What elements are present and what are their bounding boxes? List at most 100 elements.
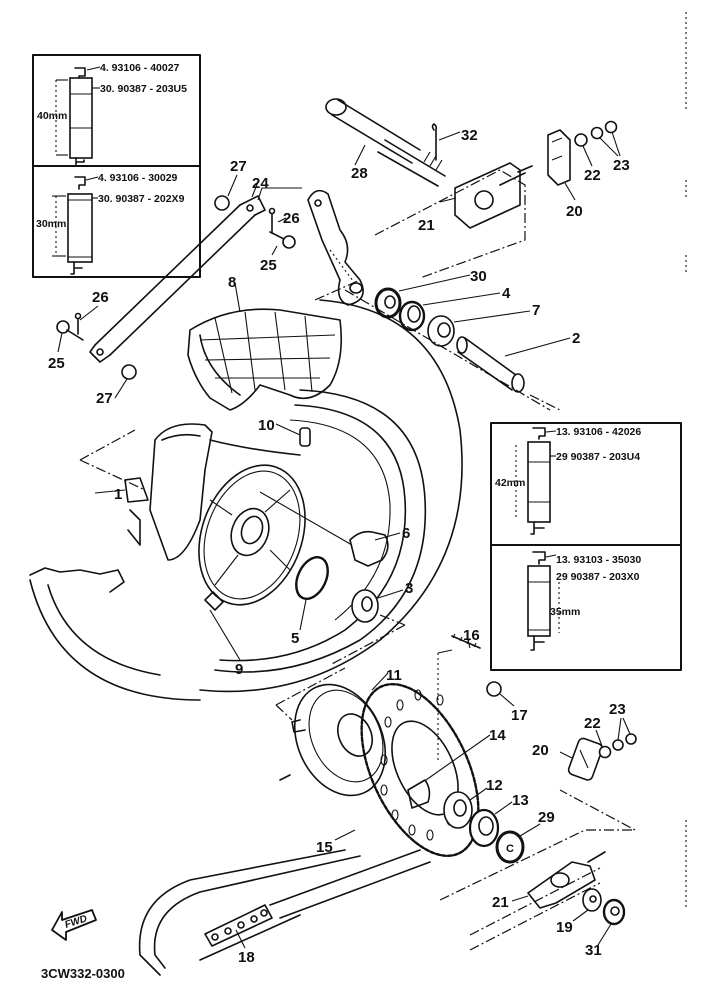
inset-part-line: 13. 93103 - 35030 bbox=[556, 554, 641, 566]
callout-28: 28 bbox=[351, 165, 368, 182]
axle-centerline-lower bbox=[439, 789, 636, 901]
collar-30 bbox=[374, 274, 471, 319]
callout-27: 27 bbox=[230, 158, 247, 175]
axle-centerline-upper bbox=[344, 289, 551, 411]
callout-27: 27 bbox=[96, 390, 113, 407]
callout-30: 30 bbox=[470, 268, 487, 285]
callout-23: 23 bbox=[613, 157, 630, 174]
bracket-outline-upper bbox=[314, 279, 561, 411]
clutch-hub-11 bbox=[275, 667, 389, 797]
callout-6: 6 bbox=[402, 525, 410, 542]
spacer-2 bbox=[456, 336, 571, 393]
diagram-code: 3CW332-0300 bbox=[41, 966, 125, 981]
inset-part-line: 4. 93106 - 30029 bbox=[98, 172, 178, 184]
chain-adjuster-21-bottom bbox=[469, 851, 606, 951]
callout-8: 8 bbox=[228, 274, 236, 291]
inset-part-line: 30. 90387 - 202X9 bbox=[98, 193, 185, 205]
callout-31: 31 bbox=[585, 942, 602, 959]
chain-adjuster-21-top bbox=[374, 162, 533, 279]
callout-20: 20 bbox=[532, 742, 549, 759]
adjuster-block-20-bottom bbox=[559, 737, 604, 781]
tire-8 bbox=[187, 282, 343, 411]
axle-nut-31 bbox=[597, 898, 626, 946]
washer-22-bottom bbox=[595, 729, 612, 759]
callout-25: 25 bbox=[48, 355, 65, 372]
callout-9: 9 bbox=[235, 661, 243, 678]
callout-3: 3 bbox=[405, 580, 413, 597]
callouts: 1 2 3 4 5 6 7 8 9 10 11 12 13 14 15 16 1… bbox=[48, 127, 630, 966]
washer-19 bbox=[572, 888, 602, 922]
callout-24: 24 bbox=[252, 175, 269, 192]
callout-2: 2 bbox=[572, 330, 580, 347]
cotter-pin-32 bbox=[431, 123, 461, 161]
bolt-25-26-lower bbox=[56, 305, 99, 353]
callout-17: 17 bbox=[511, 707, 528, 724]
inset-left-30mm-text: 4. 93106 - 30029 30. 90387 - 202X9 30mm bbox=[36, 172, 185, 230]
nuts-23-bottom bbox=[612, 717, 637, 751]
callout-22: 22 bbox=[584, 167, 601, 184]
inset-left-40mm-text: 4. 93106 - 40027 30. 90387 - 203U5 40mm bbox=[37, 62, 187, 122]
inset-dimension: 35mm bbox=[550, 606, 580, 618]
nut-27-lower bbox=[114, 364, 137, 399]
bearing-3 bbox=[329, 589, 406, 666]
drive-chain-18 bbox=[138, 849, 431, 976]
inset-dimension: 42mm bbox=[495, 477, 525, 489]
rear-wheel bbox=[29, 299, 463, 701]
washer-22-top bbox=[574, 133, 593, 167]
bearing-7 bbox=[427, 310, 531, 347]
inset-part-line: 29 90387 - 203U4 bbox=[556, 451, 640, 463]
torque-arm-24 bbox=[89, 181, 302, 363]
svg-text:C: C bbox=[506, 843, 514, 855]
callout-13: 13 bbox=[512, 792, 529, 809]
callout-32: 32 bbox=[461, 127, 478, 144]
callout-26: 26 bbox=[283, 210, 300, 227]
collar-29: C bbox=[495, 823, 541, 864]
callout-23: 23 bbox=[609, 701, 626, 718]
callout-18: 18 bbox=[238, 949, 255, 966]
inset-right-42mm-text: 13. 93106 - 42026 29 90387 - 203U4 42mm bbox=[495, 426, 641, 489]
caliper-bracket bbox=[307, 189, 364, 306]
inset-box-left bbox=[32, 54, 201, 278]
callout-5: 5 bbox=[291, 630, 299, 647]
callout-12: 12 bbox=[486, 777, 503, 794]
bearing-12 bbox=[443, 787, 488, 829]
callout-21: 21 bbox=[492, 894, 509, 911]
spacer-42mm-drawing bbox=[515, 427, 557, 535]
callout-26: 26 bbox=[92, 289, 109, 306]
axle-stub-14 bbox=[407, 734, 491, 809]
hub-1 bbox=[79, 423, 301, 561]
callout-20: 20 bbox=[566, 203, 583, 220]
callout-21: 21 bbox=[418, 217, 435, 234]
callout-15: 15 bbox=[316, 839, 333, 856]
o-ring-5 bbox=[295, 556, 329, 631]
bracket-10 bbox=[275, 423, 311, 447]
inset-part-line: 30. 90387 - 203U5 bbox=[100, 83, 187, 95]
callout-1: 1 bbox=[114, 486, 122, 503]
callout-22: 22 bbox=[584, 715, 601, 732]
inset-dimension: 30mm bbox=[36, 218, 66, 230]
spacer-40mm-drawing bbox=[55, 66, 101, 167]
callout-10: 10 bbox=[258, 417, 275, 434]
inset-box-right bbox=[490, 422, 682, 671]
nuts-23-top bbox=[590, 120, 621, 157]
inset-part-line: 13. 93106 - 42026 bbox=[556, 426, 641, 438]
callout-7: 7 bbox=[532, 302, 540, 319]
inset-dimension: 40mm bbox=[37, 110, 67, 122]
axle-28 bbox=[325, 98, 446, 187]
spoke-disc bbox=[198, 464, 306, 606]
inset-part-line: 4. 93106 - 40027 bbox=[100, 62, 180, 74]
damper-6 bbox=[259, 491, 401, 567]
spacer-30mm-drawing bbox=[52, 176, 99, 275]
forward-arrow-icon: FWD bbox=[51, 909, 97, 941]
inset-right-35mm-text: 13. 93103 - 35030 29 90387 - 203X0 35mm bbox=[550, 554, 641, 618]
bolt-25-26-upper bbox=[268, 207, 296, 256]
callout-14: 14 bbox=[489, 727, 506, 744]
inset-part-line: 29 90387 - 203X0 bbox=[556, 571, 640, 583]
nut-17 bbox=[486, 681, 515, 707]
stud-16 bbox=[437, 633, 481, 760]
adjuster-block-20-top bbox=[547, 129, 576, 201]
callout-19: 19 bbox=[556, 919, 573, 936]
callout-16: 16 bbox=[463, 627, 480, 644]
callout-29: 29 bbox=[538, 809, 555, 826]
